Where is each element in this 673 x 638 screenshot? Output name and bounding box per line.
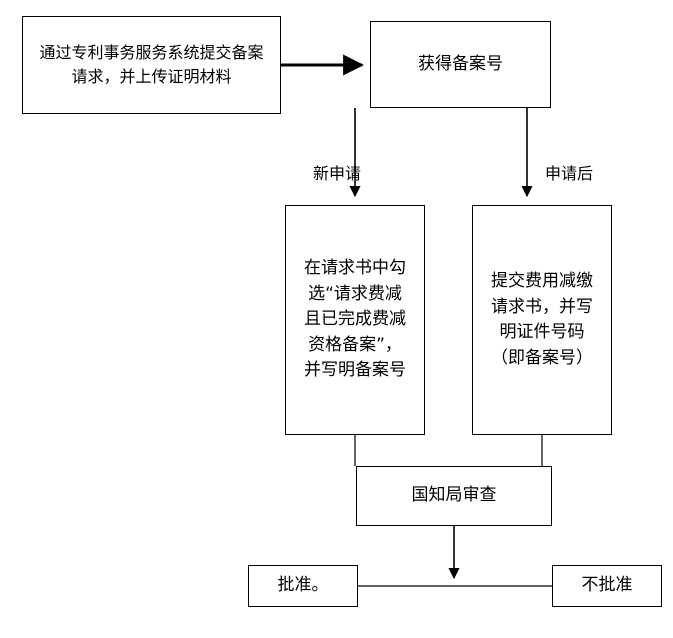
node-approve-label: 批准。 (277, 575, 329, 596)
edge-label-after-application: 申请后 (545, 164, 594, 183)
node-reject[interactable]: 不批准 (552, 565, 662, 607)
node-submit-request[interactable]: 通过专利事务服务系统提交备案请求，并上传证明材料 (22, 16, 281, 114)
node-approve[interactable]: 批准。 (248, 565, 358, 607)
node-review[interactable]: 国知局审查 (356, 466, 552, 526)
node-after-application-label: 提交费用减缴请求书，并写明证件号码（即备案号） (491, 271, 593, 368)
node-get-number-label: 获得备案号 (418, 53, 503, 74)
node-get-number[interactable]: 获得备案号 (370, 21, 551, 108)
node-review-label: 国知局审查 (411, 485, 497, 506)
node-reject-label: 不批准 (581, 575, 633, 596)
edge-label-new-application: 新申请 (313, 164, 362, 183)
node-submit-request-label: 通过专利事务服务系统提交备案请求，并上传证明材料 (39, 43, 264, 86)
node-new-application-label: 在请求书中勾选“请求费减且已完成费减资格备案”，并写明备案号 (304, 258, 406, 381)
node-new-application[interactable]: 在请求书中勾选“请求费减且已完成费减资格备案”，并写明备案号 (285, 205, 425, 435)
node-after-application[interactable]: 提交费用减缴请求书，并写明证件号码（即备案号） (472, 205, 612, 435)
